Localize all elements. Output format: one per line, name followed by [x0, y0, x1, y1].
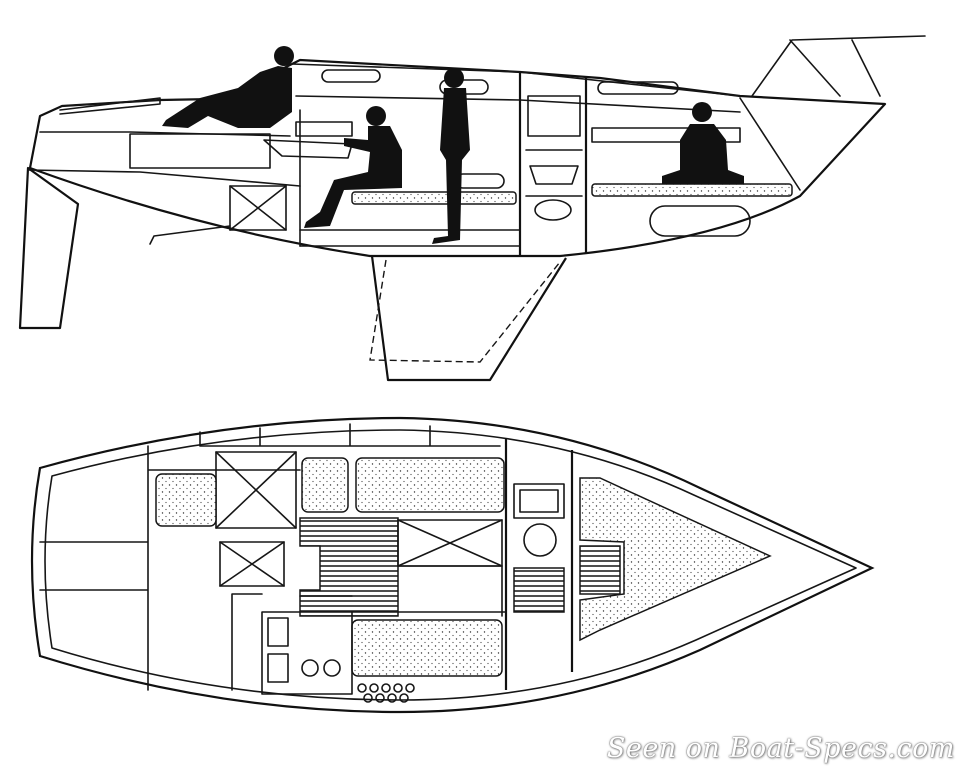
coachroof — [291, 63, 741, 97]
hull-plan-outer — [30, 416, 875, 714]
tiller — [149, 225, 231, 245]
coachroof-lower — [295, 95, 741, 113]
waterline — [27, 169, 301, 187]
cross-2 — [219, 541, 285, 587]
chart-table — [263, 139, 353, 159]
stove-burner-1 — [301, 659, 319, 677]
saloon-rail — [397, 565, 503, 617]
settee-backrest — [455, 173, 505, 189]
bow-pulpit — [751, 35, 926, 97]
person-standing-silhouette — [432, 68, 470, 244]
quarter-berth-cushion — [155, 473, 217, 527]
stove-burner-2 — [323, 659, 341, 677]
hull-profile — [28, 58, 887, 258]
porthole-3 — [597, 81, 679, 95]
person-navigator-silhouette — [304, 106, 402, 228]
head-locker-plan — [513, 567, 565, 613]
toilet — [534, 199, 572, 221]
cabin-sole — [299, 229, 521, 247]
hull-plan-inner — [44, 429, 857, 701]
locker-vberth — [649, 205, 751, 237]
cockpit-locker — [229, 185, 287, 231]
table-cross — [397, 519, 503, 567]
head-basin-inner — [519, 489, 559, 513]
plan-view — [30, 416, 875, 714]
settee-cushion-profile — [351, 191, 517, 205]
head-basin-plan — [513, 483, 565, 519]
locker-cross — [229, 185, 287, 231]
keel-alternative-dashed — [369, 259, 561, 363]
cockpit-locker-plan-2 — [219, 541, 285, 587]
keel — [370, 255, 567, 382]
head-shelf — [525, 149, 583, 197]
settee-stbd-cushion — [351, 619, 503, 677]
head-locker — [527, 95, 581, 137]
hull-liner-lines — [199, 423, 507, 691]
watermark: Seen on Boat-Specs.com — [606, 733, 955, 764]
profile-view — [18, 35, 926, 382]
nav-shelf — [591, 127, 741, 143]
galley-sink — [267, 617, 289, 647]
rudder — [18, 166, 80, 330]
toilet-plan — [523, 523, 557, 557]
hanging-locker-plan — [579, 545, 621, 595]
icebox-grid — [357, 683, 415, 703]
cushion-aft-small — [301, 457, 349, 513]
stern-rail — [59, 97, 161, 115]
vberth-cushion-plan — [579, 477, 772, 642]
galley-unit — [261, 611, 353, 695]
settee-port-cushion — [355, 457, 505, 513]
vberth-cushion-profile — [591, 183, 793, 197]
person-cockpit-silhouette — [162, 46, 294, 128]
porthole-1 — [321, 69, 381, 83]
washbasin — [529, 165, 579, 185]
bulkhead-vberth — [739, 97, 801, 191]
person-vberth-silhouette — [662, 102, 744, 184]
cockpit-boundary — [39, 445, 301, 691]
instrument-panel — [295, 121, 353, 137]
cockpit-seat — [129, 133, 271, 169]
galley-sink-2 — [267, 653, 289, 683]
cross-1 — [215, 451, 297, 529]
